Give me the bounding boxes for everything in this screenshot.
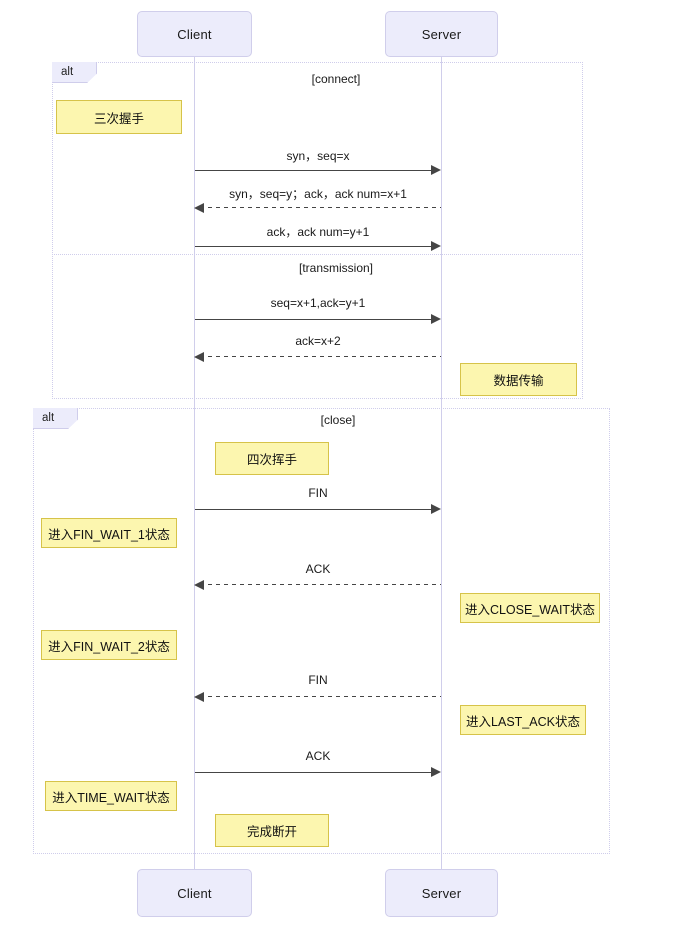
alt-condition-transmission: [transmission]	[298, 261, 374, 275]
note-label: 进入FIN_WAIT_1状态	[48, 527, 170, 542]
alt-condition-close: [close]	[320, 413, 356, 427]
alt-frame-close-tag: alt	[33, 408, 78, 429]
note-fin-wait-1: 进入FIN_WAIT_1状态	[41, 518, 177, 548]
message-arrowhead-5	[194, 352, 204, 362]
message-arrowhead-4	[431, 314, 441, 324]
message-line-7	[200, 584, 441, 586]
note-label: 四次挥手	[246, 453, 297, 467]
participant-server-bottom[interactable]: Server	[385, 869, 498, 917]
message-label-6: FIN	[308, 486, 328, 500]
note-data-transmission: 数据传输	[460, 363, 577, 396]
alt-frame-connect-tag: alt	[52, 62, 97, 83]
message-arrowhead-8	[194, 692, 204, 702]
participant-label: Server	[421, 26, 462, 42]
participant-client-bottom[interactable]: Client	[137, 869, 252, 917]
message-line-6	[195, 509, 438, 510]
message-arrowhead-2	[194, 203, 204, 213]
note-last-ack: 进入LAST_ACK状态	[460, 705, 586, 735]
message-label-1: syn，seq=x	[286, 149, 350, 163]
participant-client-top[interactable]: Client	[137, 11, 252, 57]
alt-frame-connect	[52, 62, 583, 399]
message-line-2	[200, 207, 441, 209]
note-label: 进入FIN_WAIT_2状态	[48, 639, 170, 654]
participant-server-top[interactable]: Server	[385, 11, 498, 57]
note-label: 进入CLOSE_WAIT状态	[464, 602, 596, 617]
note-disconnect-complete: 完成断开	[215, 814, 329, 847]
message-arrowhead-9	[431, 767, 441, 777]
message-label-3: ack，ack num=y+1	[266, 225, 370, 239]
note-label: 三次握手	[93, 111, 144, 126]
message-label-8: FIN	[308, 673, 328, 687]
participant-label: Client	[177, 885, 212, 901]
alt-frame-divider	[52, 254, 583, 255]
note-fin-wait-2: 进入FIN_WAIT_2状态	[41, 630, 177, 660]
message-label-7: ACK	[305, 562, 331, 576]
message-label-9: ACK	[305, 749, 331, 763]
participant-label: Server	[421, 885, 462, 901]
participant-label: Client	[177, 26, 212, 42]
note-label: 进入TIME_WAIT状态	[52, 790, 170, 805]
lifeline-client	[194, 57, 195, 869]
message-line-1	[195, 170, 438, 171]
message-arrowhead-7	[194, 580, 204, 590]
note-four-way-wave: 四次挥手	[215, 442, 329, 475]
message-line-5	[200, 356, 441, 358]
message-line-3	[195, 246, 438, 247]
alt-condition-connect: [connect]	[311, 72, 361, 86]
alt-tag-label: alt	[42, 412, 55, 424]
message-label-5: ack=x+2	[295, 334, 341, 348]
note-label: 数据传输	[493, 374, 544, 388]
message-arrowhead-6	[431, 504, 441, 514]
note-label: 进入LAST_ACK状态	[466, 714, 580, 729]
message-arrowhead-1	[431, 165, 441, 175]
lifeline-server	[441, 57, 442, 869]
message-label-4: seq=x+1,ack=y+1	[270, 296, 366, 310]
alt-frame-close	[33, 408, 610, 854]
message-line-4	[195, 319, 438, 320]
message-line-9	[195, 772, 438, 773]
message-label-2: syn，seq=y；ack，ack num=x+1	[229, 187, 407, 201]
note-close-wait: 进入CLOSE_WAIT状态	[460, 593, 600, 623]
note-time-wait: 进入TIME_WAIT状态	[45, 781, 177, 811]
message-arrowhead-3	[431, 241, 441, 251]
note-label: 完成断开	[246, 825, 297, 839]
alt-tag-label: alt	[61, 66, 74, 78]
note-three-way-handshake: 三次握手	[56, 100, 182, 134]
message-line-8	[200, 696, 441, 698]
